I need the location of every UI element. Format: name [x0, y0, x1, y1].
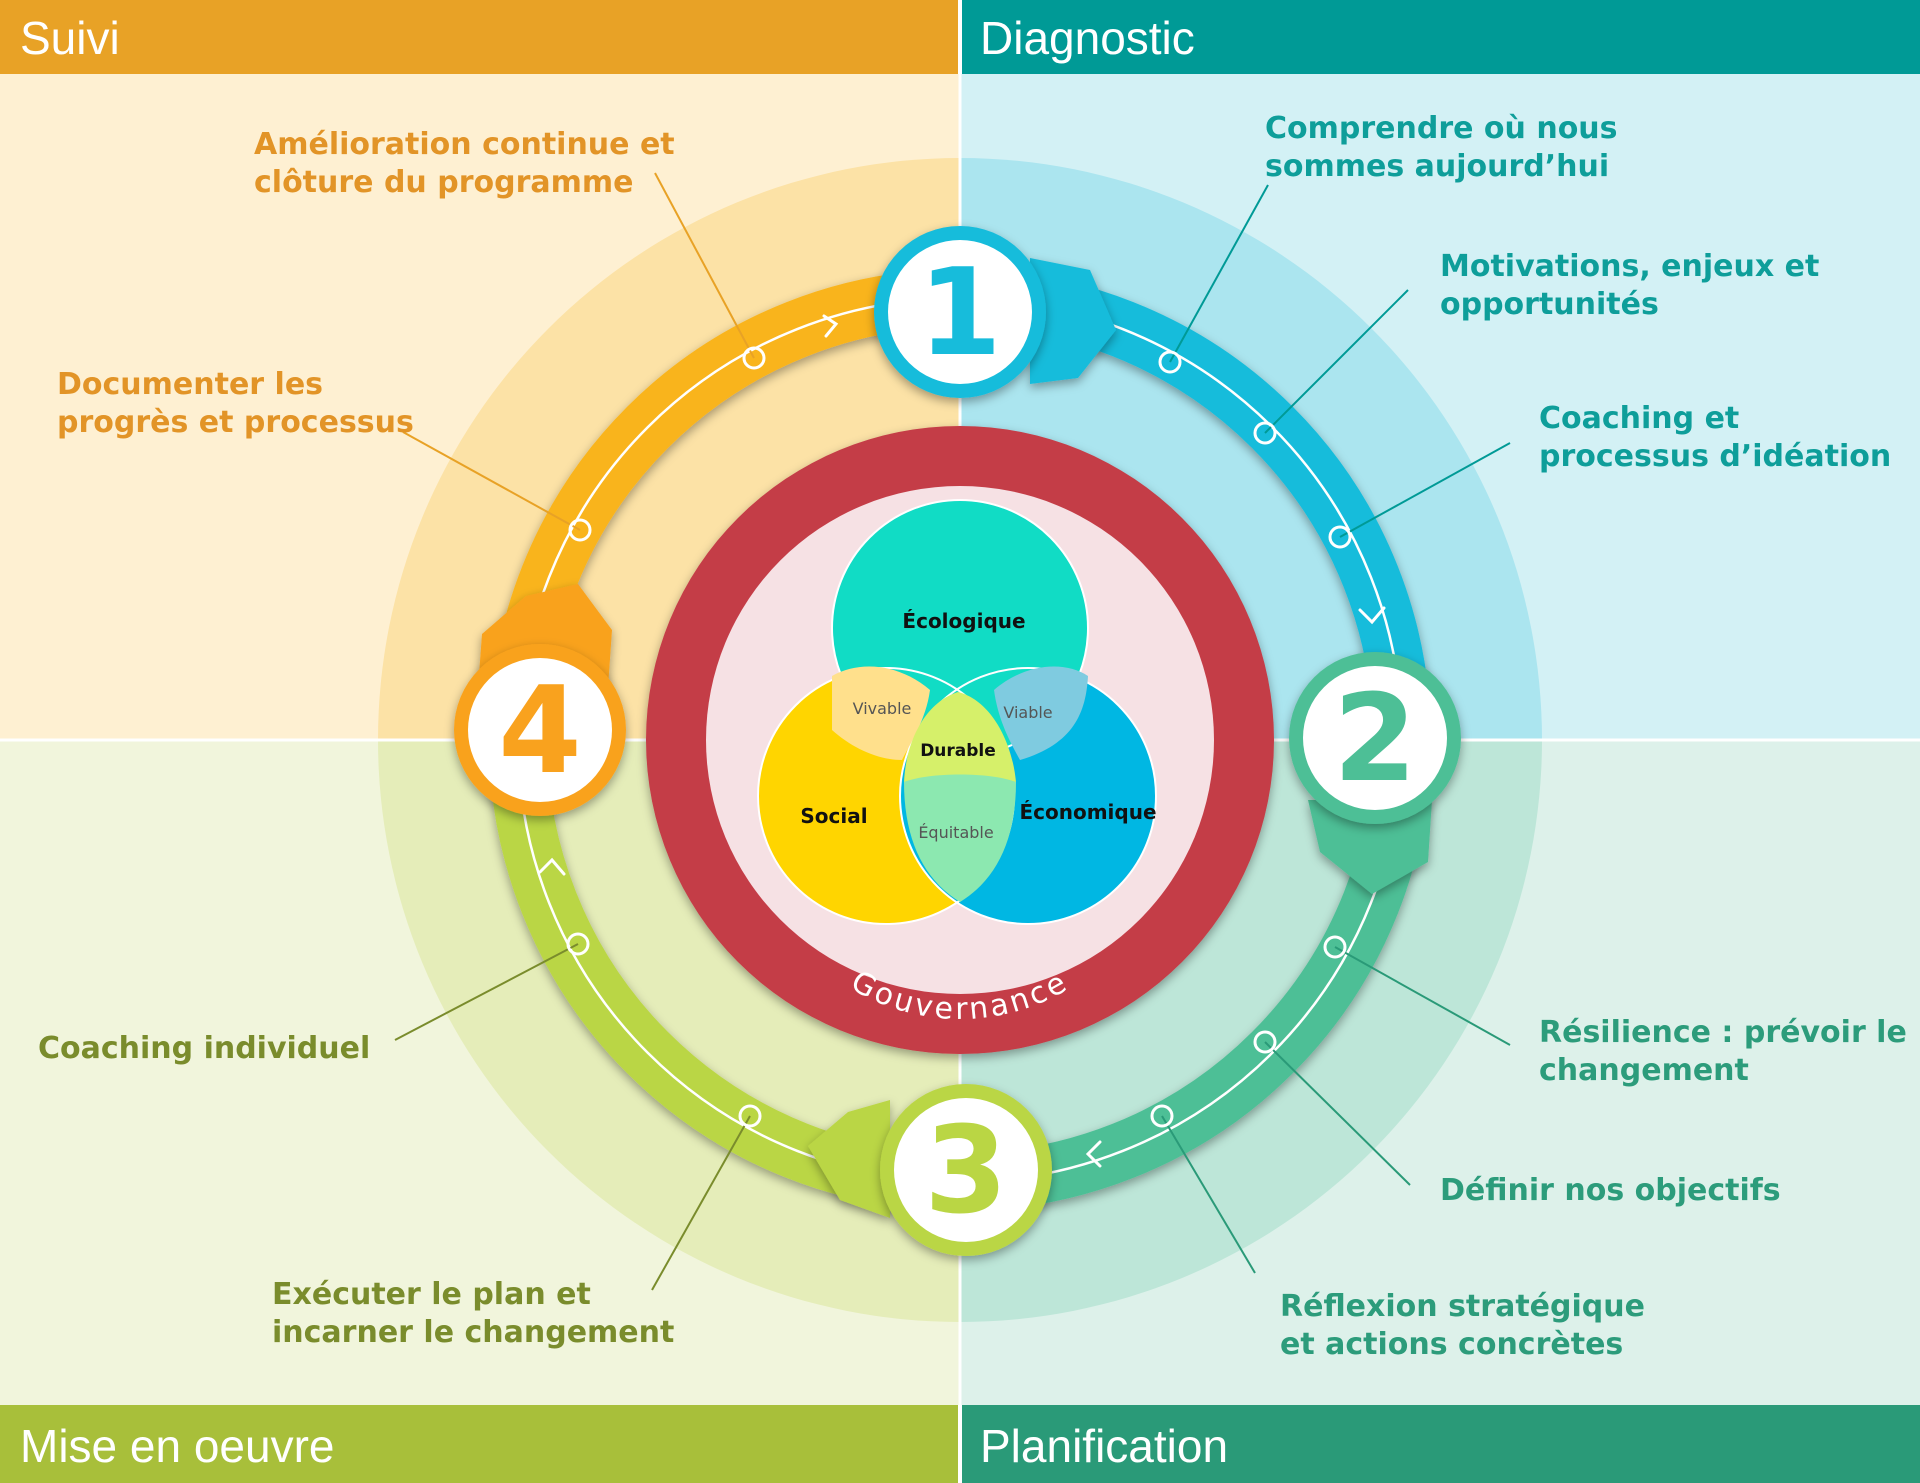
suivi-title: Suivi [20, 12, 120, 64]
leader-dot [1253, 421, 1277, 445]
leader-line [394, 943, 579, 1041]
durable-label: Durable [920, 741, 996, 761]
venn-viable-zone [994, 666, 1088, 760]
leader-dot [568, 518, 592, 542]
suivi-header-bar [0, 0, 958, 74]
leader-line [402, 431, 581, 531]
diagnostic-title: Diagnostic [980, 12, 1195, 64]
label-documenter: Documenter les progrès et processus [57, 367, 414, 440]
step-2-badge: 2 [1289, 652, 1461, 824]
step-3-tab [808, 1100, 890, 1218]
vivable-label: Vivable [853, 699, 912, 718]
leader-dot [1158, 350, 1182, 374]
ecologique-label: Écologique [902, 609, 1025, 633]
label-definir: Définir nos objectifs [1440, 1173, 1781, 1208]
equitable-label: Équitable [918, 823, 993, 842]
mise-en-oeuvre-title: Mise en oeuvre [20, 1420, 335, 1472]
leader-line [1334, 946, 1511, 1046]
label-coaching-ideation: Coaching et processus d’idéation [1539, 401, 1891, 474]
mise-en-oeuvre-header-bar [0, 1405, 958, 1483]
planification-title: Planification [980, 1420, 1228, 1472]
leader-line [654, 172, 755, 359]
arrow-icon [1085, 1140, 1102, 1168]
label-resilience: Résilience : prévoir le changement [1539, 1015, 1917, 1088]
label-motivations: Motivations, enjeux et opportunités [1440, 249, 1830, 322]
arrow-icon [1358, 606, 1386, 625]
planification-header-bar [962, 1405, 1920, 1483]
arrow-icon [538, 857, 566, 876]
economique-label: Économique [1019, 800, 1156, 824]
label-executer: Exécuter le plan et incarner le changeme… [272, 1277, 674, 1350]
leader-dot [742, 346, 766, 370]
leader-line [1161, 1115, 1256, 1274]
leader-line [1264, 1041, 1411, 1186]
step-3-badge: 3 [880, 1084, 1052, 1256]
step-2-number: 2 [1333, 670, 1417, 809]
label-coaching-individuel: Coaching individuel [38, 1031, 370, 1066]
leader-dot [1323, 935, 1347, 959]
leader-dot [738, 1104, 762, 1128]
step-4-badge: 4 [454, 644, 626, 816]
leader-dot [1150, 1104, 1174, 1128]
diagnostic-header-bar [962, 0, 1920, 74]
venn-vivable-zone [832, 666, 930, 760]
leader-dot [1253, 1030, 1277, 1054]
label-comprendre: Comprendre où nous sommes aujourd’hui [1265, 111, 1628, 184]
viable-label: Viable [1003, 703, 1052, 722]
venn-durable-zone [904, 692, 1016, 782]
leader-line [1339, 442, 1511, 538]
step-4-number: 4 [498, 662, 582, 801]
venn-outline [899, 667, 1157, 925]
leader-line [1264, 289, 1409, 434]
step-1-tab [1030, 258, 1116, 384]
leader-dot [1328, 525, 1352, 549]
leader-line [651, 1115, 751, 1291]
leader-line [1169, 184, 1269, 363]
leader-dot [566, 932, 590, 956]
step-3-number: 3 [924, 1102, 1008, 1241]
social-label: Social [800, 804, 867, 828]
step-2-tab [1308, 800, 1432, 894]
step-1-badge: 1 [874, 226, 1046, 398]
venn-diagram: Écologique Social Économique Vivable Via… [757, 499, 1157, 925]
venn-equitable-zone [904, 773, 1016, 902]
label-amelioration: Amélioration continue et clôture du prog… [254, 127, 685, 200]
label-reflexion: Réflexion stratégique et actions concrèt… [1280, 1289, 1655, 1362]
step-1-number: 1 [918, 244, 1002, 383]
arrow-icon [822, 314, 839, 338]
